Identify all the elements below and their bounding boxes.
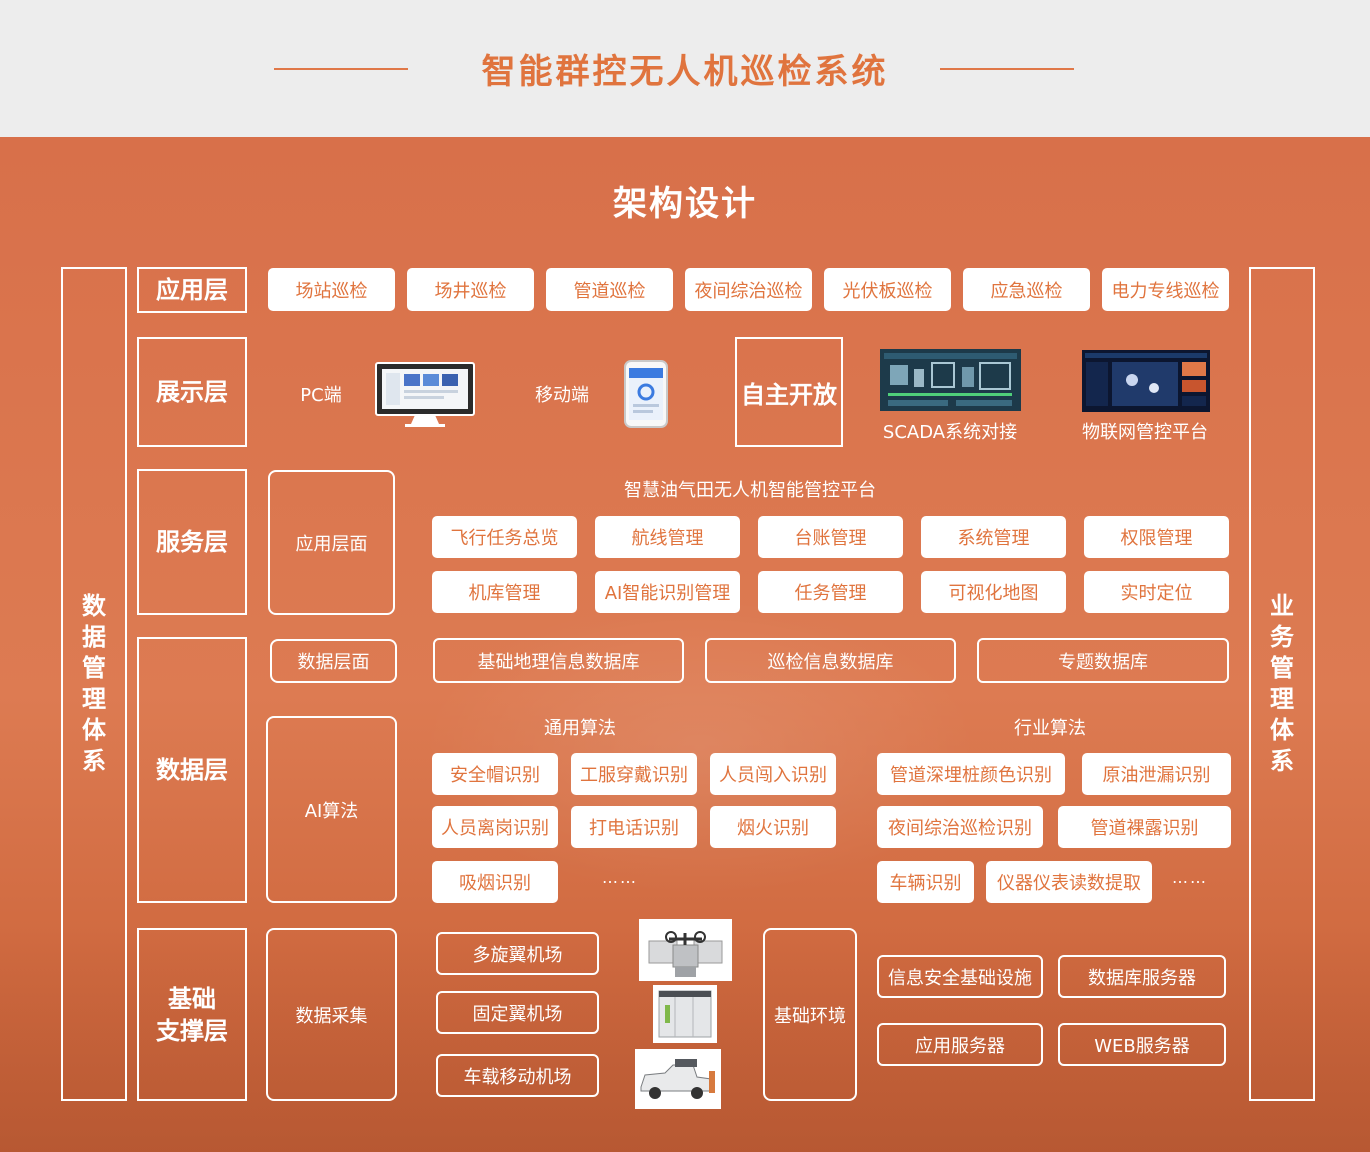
service-ledger-management[interactable]: 台账管理 xyxy=(758,516,903,558)
service-realtime-location[interactable]: 实时定位 xyxy=(1084,571,1229,613)
infra-web-server[interactable]: WEB服务器 xyxy=(1058,1023,1226,1066)
app-item-power-line[interactable]: 电力专线巡检 xyxy=(1102,268,1229,311)
industry-algorithm-title: 行业算法 xyxy=(1014,718,1086,739)
algo-phone-call[interactable]: 打电话识别 xyxy=(571,806,697,848)
mobile-phone-icon xyxy=(624,360,668,428)
infra-app-server[interactable]: 应用服务器 xyxy=(877,1023,1043,1066)
data-collection-box: 数据采集 xyxy=(266,928,397,1101)
algo-off-post[interactable]: 人员离岗识别 xyxy=(432,806,558,848)
db-basic-geo[interactable]: 基础地理信息数据库 xyxy=(433,638,684,683)
service-ai-recognition-management[interactable]: AI智能识别管理 xyxy=(595,571,740,613)
layer-service: 服务层 xyxy=(137,469,247,615)
algo-meter-reading[interactable]: 仪器仪表读数提取 xyxy=(986,861,1152,903)
service-permission-management[interactable]: 权限管理 xyxy=(1084,516,1229,558)
algo-fire-smoke[interactable]: 烟火识别 xyxy=(710,806,836,848)
page-title: 智能群控无人机巡检系统 xyxy=(481,52,889,92)
iot-platform-screenshot-icon xyxy=(1082,350,1210,412)
fixed-wing-dock-image xyxy=(653,985,717,1043)
business-management-label: 业务管理体系 xyxy=(1270,592,1294,775)
base-environment-box: 基础环境 xyxy=(763,928,857,1101)
service-flight-overview[interactable]: 飞行任务总览 xyxy=(432,516,577,558)
title-decor-line-left xyxy=(274,68,408,70)
db-thematic[interactable]: 专题数据库 xyxy=(977,638,1229,683)
business-management-system-bar: 业务管理体系 xyxy=(1249,267,1315,1101)
service-hangar-management[interactable]: 机库管理 xyxy=(432,571,577,613)
infra-info-security[interactable]: 信息安全基础设施 xyxy=(877,955,1043,998)
title-decor-line-right xyxy=(940,68,1074,70)
app-item-pipeline[interactable]: 管道巡检 xyxy=(546,268,673,311)
open-autonomous-box: 自主开放 xyxy=(735,337,843,447)
service-system-management[interactable]: 系统管理 xyxy=(921,516,1066,558)
dock-vehicle-mobile[interactable]: 车载移动机场 xyxy=(436,1054,599,1097)
data-management-label: 数据管理体系 xyxy=(82,592,106,775)
algo-uniform[interactable]: 工服穿戴识别 xyxy=(571,753,697,795)
dock-fixed-wing[interactable]: 固定翼机场 xyxy=(436,991,599,1034)
layer-display: 展示层 xyxy=(137,337,247,447)
algo-pipe-exposure[interactable]: 管道裸露识别 xyxy=(1058,806,1231,848)
platform-title: 智慧油气田无人机智能管控平台 xyxy=(624,480,876,501)
data-plane-box: 数据层面 xyxy=(270,639,397,683)
algo-night-inspection[interactable]: 夜间综治巡检识别 xyxy=(877,806,1043,848)
section-title: 架构设计 xyxy=(613,184,757,224)
pc-label: PC端 xyxy=(300,385,342,406)
mobile-label: 移动端 xyxy=(535,385,589,406)
multirotor-dock-image xyxy=(639,919,732,981)
infra-database-server[interactable]: 数据库服务器 xyxy=(1058,955,1226,998)
app-item-emergency[interactable]: 应急巡检 xyxy=(963,268,1090,311)
algo-intrusion[interactable]: 人员闯入识别 xyxy=(710,753,836,795)
layer-app: 应用层 xyxy=(137,267,247,313)
app-plane-box: 应用层面 xyxy=(268,470,395,615)
page-header: 智能群控无人机巡检系统 xyxy=(0,0,1370,137)
algo-smoking[interactable]: 吸烟识别 xyxy=(432,861,558,903)
app-item-night[interactable]: 夜间综治巡检 xyxy=(685,268,812,311)
algo-helmet[interactable]: 安全帽识别 xyxy=(432,753,558,795)
industry-algo-ellipsis: …… xyxy=(1172,868,1208,887)
general-algo-ellipsis: …… xyxy=(602,868,638,887)
pc-monitor-icon xyxy=(375,362,475,427)
vehicle-dock-image xyxy=(635,1049,721,1109)
algo-oil-leak[interactable]: 原油泄漏识别 xyxy=(1082,753,1231,795)
app-item-solar[interactable]: 光伏板巡检 xyxy=(824,268,951,311)
app-item-well[interactable]: 场井巡检 xyxy=(407,268,534,311)
general-algorithm-title: 通用算法 xyxy=(544,718,616,739)
service-visual-map[interactable]: 可视化地图 xyxy=(921,571,1066,613)
ai-algorithm-box: AI算法 xyxy=(266,716,397,903)
layer-base-support: 基础 支撑层 xyxy=(137,928,247,1101)
algo-vehicle[interactable]: 车辆识别 xyxy=(877,861,974,903)
data-management-system-bar: 数据管理体系 xyxy=(61,267,127,1101)
service-route-management[interactable]: 航线管理 xyxy=(595,516,740,558)
iot-label: 物联网管控平台 xyxy=(1082,422,1208,443)
layer-data: 数据层 xyxy=(137,637,247,903)
scada-label: SCADA系统对接 xyxy=(882,422,1018,443)
scada-screenshot-icon xyxy=(880,349,1021,411)
db-inspection-info[interactable]: 巡检信息数据库 xyxy=(705,638,956,683)
dock-multirotor[interactable]: 多旋翼机场 xyxy=(436,932,599,975)
algo-pipe-pile-color[interactable]: 管道深埋桩颜色识别 xyxy=(877,753,1065,795)
app-item-station[interactable]: 场站巡检 xyxy=(268,268,395,311)
service-task-management[interactable]: 任务管理 xyxy=(758,571,903,613)
